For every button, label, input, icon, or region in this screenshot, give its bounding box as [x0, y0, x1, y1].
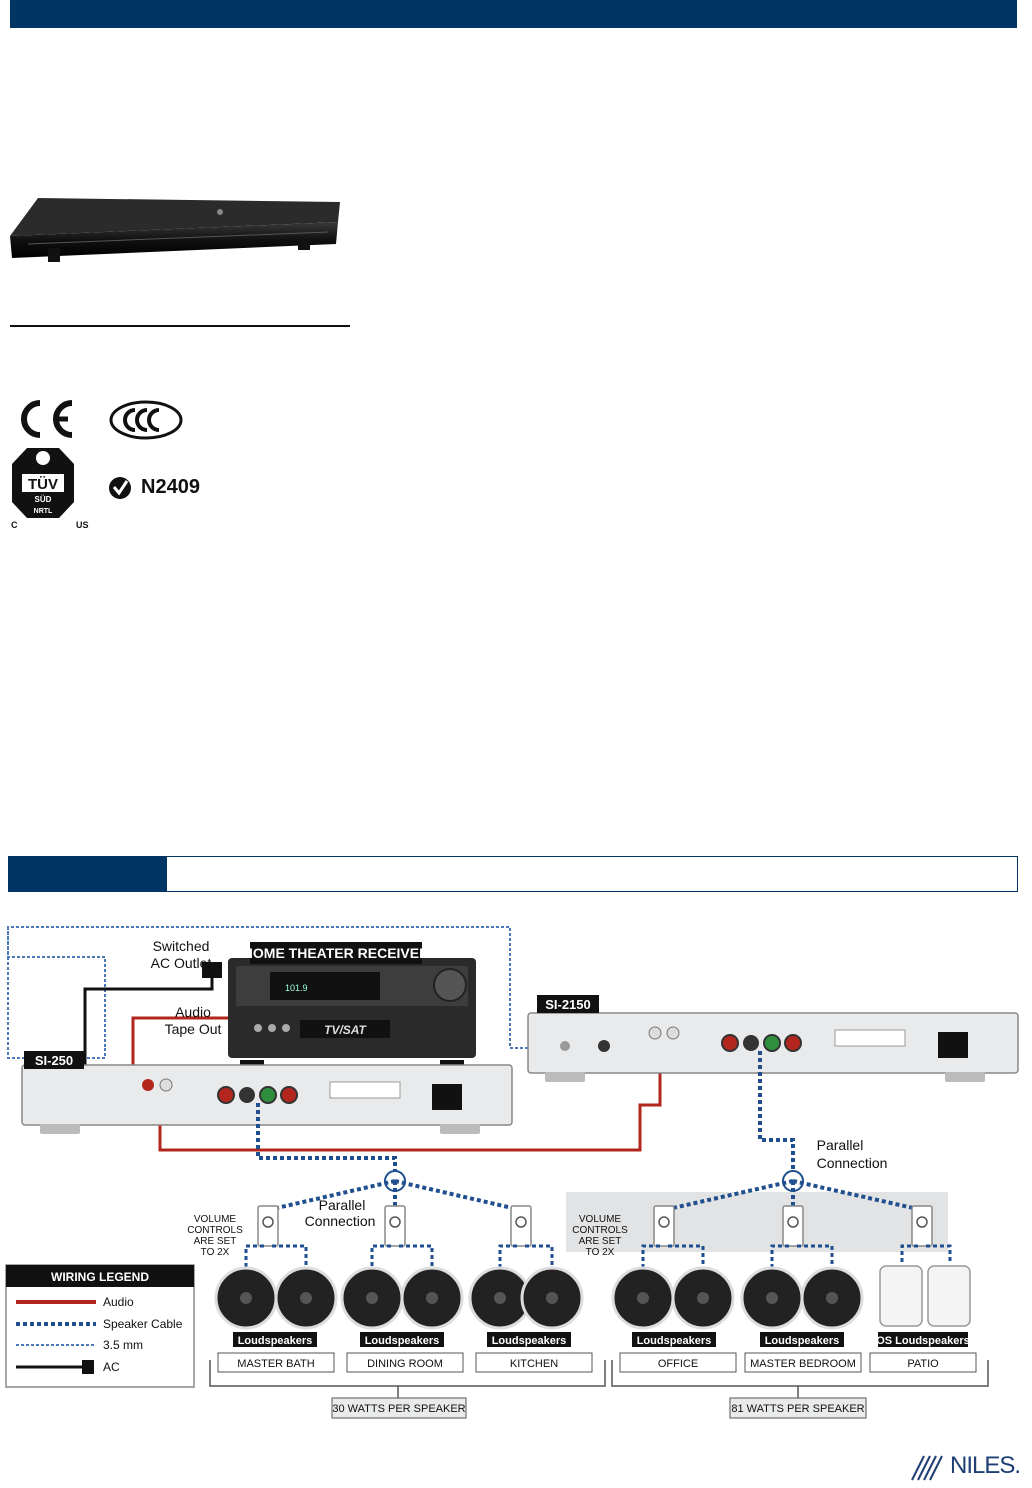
tuv-c-label: C: [11, 520, 18, 530]
watts-left-label: 30 WATTS PER SPEAKER: [332, 1403, 465, 1415]
speaker-trunk-left: [256, 1103, 397, 1180]
receiver-label: HOME THEATER RECEIVER: [243, 945, 429, 961]
si-2150-label-box: [537, 995, 599, 1013]
zone-office: Loudspeakers OFFICE: [619, 1332, 737, 1373]
product-divider: [10, 325, 350, 327]
tuv-sub-label: SÜD: [35, 495, 52, 504]
volume-control-plates: [257, 1205, 933, 1247]
volume-right-line-1: VOLUME: [579, 1214, 622, 1225]
si-250-label-box: [24, 1051, 84, 1069]
volume-note-left: VOLUME CONTROLS ARE SET TO 2X: [187, 1214, 243, 1258]
zone-tag: Loudspeakers: [365, 1335, 440, 1347]
watts-right-label: 81 WATTS PER SPEAKER: [731, 1403, 864, 1415]
parallel-right-label-2: Connection: [817, 1155, 888, 1171]
volume-left-line-2: CONTROLS: [187, 1225, 243, 1236]
niles-logo-mark: [911, 1455, 943, 1481]
zone-tag: Loudspeakers: [492, 1335, 567, 1347]
zone-tag: Loudspeakers: [238, 1335, 313, 1347]
zone-room: MASTER BATH: [237, 1358, 314, 1370]
switched-ac-label-2: AC Outlet: [151, 955, 212, 971]
zone-room: PATIO: [907, 1358, 939, 1370]
ceiling-speakers: [214, 1266, 864, 1330]
tuv-us-label: US: [76, 520, 89, 530]
section-header-bar: [8, 856, 1018, 892]
zone-kitchen: Loudspeakers KITCHEN: [475, 1332, 593, 1373]
speaker-trunk-right: [758, 1051, 795, 1180]
zone-tag: Loudspeakers: [637, 1335, 712, 1347]
volume-left-line-3: ARE SET: [194, 1236, 237, 1247]
section-header-tab: [9, 857, 167, 891]
zone-dining-room: Loudspeakers DINING ROOM: [346, 1332, 464, 1373]
ac-plug: [202, 962, 222, 978]
top-header-bar: [10, 0, 1017, 28]
legend-item-ac: AC: [103, 1360, 120, 1374]
receiver-label-box: [250, 942, 422, 964]
niles-logo-text: NILES.: [950, 1452, 1021, 1479]
amplifier-si-2150: [527, 1012, 1019, 1082]
tuv-label: TÜV: [28, 476, 58, 493]
legend-item-speaker: Speaker Cable: [103, 1317, 183, 1331]
outdoor-speakers: [879, 1265, 971, 1327]
zone-tag: Loudspeakers: [765, 1335, 840, 1347]
bracket-left: [209, 1360, 606, 1387]
legend-item-minijack: 3.5 mm: [103, 1338, 143, 1352]
certification-marks: TÜV SÜD NRTL C US: [11, 400, 183, 530]
volume-control-knobs: [262, 1216, 928, 1228]
zone-tag: OS Loudspeakers: [876, 1335, 970, 1347]
zone-room: DINING ROOM: [367, 1358, 443, 1370]
zone-master-bath: Loudspeakers MASTER BATH: [217, 1332, 335, 1373]
audio-tape-out-label-2: Tape Out: [165, 1021, 222, 1037]
wiring-diagram: 101.9 TV/SAT HOME THEATER RECEIVER Switc…: [5, 926, 1019, 1419]
amplifier-si-250: [21, 1064, 513, 1134]
legend-item-audio: Audio: [103, 1295, 134, 1309]
receiver-display: 101.9: [285, 983, 308, 993]
tuv-mark: TÜV SÜD NRTL C US: [11, 448, 89, 530]
speaker-drops: [244, 1244, 952, 1268]
si-250-label: SI-250: [35, 1053, 73, 1068]
watts-left-box: [331, 1397, 467, 1419]
home-theater-receiver: 101.9 TV/SAT: [228, 958, 476, 1066]
legend-ac-plug: [82, 1360, 94, 1374]
zone-room: KITCHEN: [510, 1358, 558, 1370]
volume-left-line-1: VOLUME: [194, 1214, 237, 1225]
volume-right-line-4: TO 2X: [586, 1247, 615, 1258]
volume-left-line-4: TO 2X: [201, 1247, 230, 1258]
parallel-left-label-2: Connection: [305, 1213, 376, 1229]
parallel-right-label-1: Parallel: [817, 1137, 864, 1153]
product-photo: [10, 198, 340, 262]
si-2150-label: SI-2150: [545, 997, 591, 1012]
zone-master-bedroom: Loudspeakers MASTER BEDROOM: [744, 1332, 862, 1373]
switched-ac-label-1: Switched: [153, 938, 210, 954]
receiver-input-display: TV/SAT: [324, 1023, 367, 1037]
zone-room: OFFICE: [658, 1358, 698, 1370]
volume-right-line-2: CONTROLS: [572, 1225, 628, 1236]
tuv-nrtl-label: NRTL: [34, 508, 53, 515]
zone-patio: OS Loudspeakers PATIO: [869, 1332, 977, 1373]
wiring-legend: WIRING LEGEND Audio Speaker Cable 3.5 mm…: [5, 1264, 195, 1388]
volume-note-right: VOLUME CONTROLS ARE SET TO 2X: [572, 1214, 628, 1258]
ce-mark: [21, 400, 73, 438]
ccc-mark: [109, 400, 183, 440]
parallel-left-label-1: Parallel: [319, 1197, 366, 1213]
n2409-label: N2409: [141, 476, 200, 498]
speaker-branches: [267, 1179, 923, 1212]
zone-room: MASTER BEDROOM: [750, 1358, 856, 1370]
ac-wire: [83, 972, 214, 1084]
minijack-wire-left: [7, 927, 106, 1059]
audio-tape-out-label-1: Audio: [175, 1004, 211, 1020]
c-tick-mark: [109, 477, 131, 499]
watts-right-box: [729, 1397, 867, 1419]
volume-right-line-3: ARE SET: [579, 1236, 622, 1247]
bracket-right: [611, 1360, 989, 1387]
audio-wire-link: [158, 1048, 662, 1152]
legend-title: WIRING LEGEND: [51, 1270, 149, 1284]
